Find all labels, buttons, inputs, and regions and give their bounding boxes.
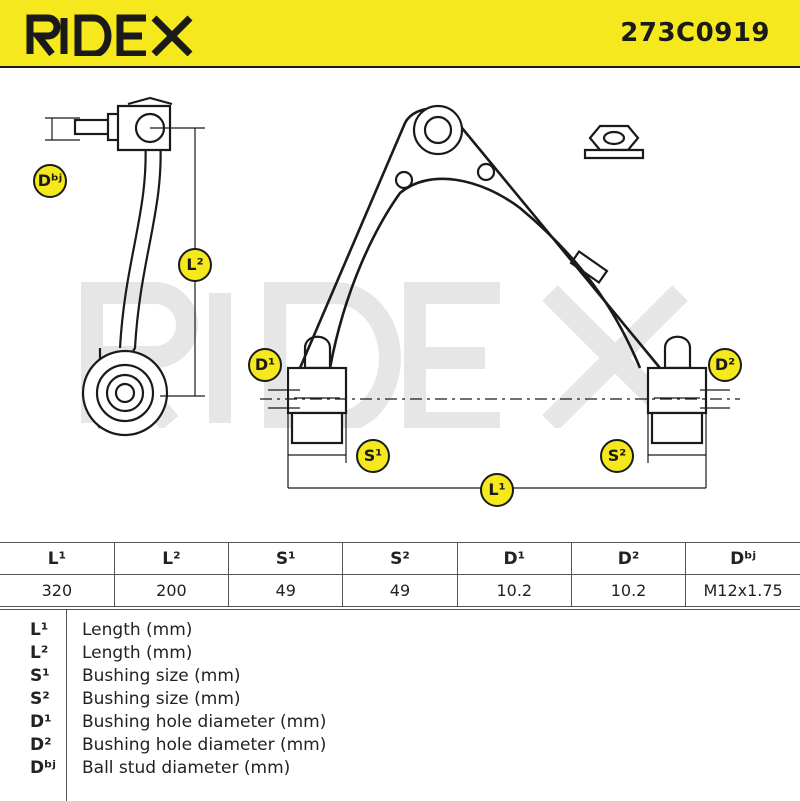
ridex-watermark xyxy=(81,282,688,428)
table-header-cell: L¹ xyxy=(0,542,115,575)
l1-tag: L¹ xyxy=(480,473,514,507)
ridex-logo xyxy=(26,14,193,56)
list-item: L² Length (mm) xyxy=(0,643,800,665)
table-cell: 10.2 xyxy=(456,574,572,607)
table-cell: M12x1.75 xyxy=(685,574,800,607)
legend-description: Bushing size (mm) xyxy=(82,666,241,686)
l2-tag: L² xyxy=(178,248,212,282)
control-arm-drawing xyxy=(45,96,740,489)
table-cell: 10.2 xyxy=(570,574,687,607)
d1-tag: D¹ xyxy=(248,348,282,382)
dimensions-table: L¹ L² S¹ S² D¹ D² Dᵇʲ 320 200 49 49 10.2… xyxy=(0,542,800,607)
legend-description: Bushing size (mm) xyxy=(82,689,241,709)
legend-description: Length (mm) xyxy=(82,620,193,640)
legend-symbol: D¹ xyxy=(30,712,52,732)
dbj-tag: Dᵇʲ xyxy=(33,164,67,198)
legend-description: Length (mm) xyxy=(82,643,193,663)
table-cell: 49 xyxy=(228,574,344,607)
legend-divider xyxy=(66,610,67,801)
s1-tag: S¹ xyxy=(356,439,390,473)
list-item: L¹ Length (mm) xyxy=(0,620,800,642)
technical-drawing: Dᵇʲ L² D¹ D² S¹ S² L¹ xyxy=(0,68,800,543)
table-header-cell: S¹ xyxy=(228,542,344,575)
legend-symbol: L¹ xyxy=(30,620,49,640)
table-cell: 49 xyxy=(342,574,458,607)
table-header-cell: S² xyxy=(342,542,458,575)
table-row: 320 200 49 49 10.2 10.2 M12x1.75 xyxy=(0,574,800,607)
legend-description: Ball stud diameter (mm) xyxy=(82,758,291,778)
list-item: D² Bushing hole diameter (mm) xyxy=(0,735,800,757)
table-header-row: L¹ L² S¹ S² D¹ D² Dᵇʲ xyxy=(0,542,800,575)
table-cell: 320 xyxy=(0,574,115,607)
legend-symbol: S¹ xyxy=(30,666,50,686)
table-header-cell: D² xyxy=(570,542,687,575)
table-cell: 200 xyxy=(113,574,230,607)
list-item: S² Bushing size (mm) xyxy=(0,689,800,711)
header-bar: 273C0919 xyxy=(0,0,800,68)
legend-description: Bushing hole diameter (mm) xyxy=(82,712,327,732)
d2-tag: D² xyxy=(708,348,742,382)
table-header-cell: L² xyxy=(113,542,230,575)
table-header-cell: D¹ xyxy=(456,542,572,575)
legend-symbol: S² xyxy=(30,689,50,709)
s2-tag: S² xyxy=(600,439,634,473)
legend-symbol: D² xyxy=(30,735,52,755)
legend: L¹ Length (mm) L² Length (mm) S¹ Bushing… xyxy=(0,609,800,801)
list-item: D¹ Bushing hole diameter (mm) xyxy=(0,712,800,734)
part-number: 273C0919 xyxy=(620,18,770,48)
table-header-cell: Dᵇʲ xyxy=(685,542,800,575)
legend-description: Bushing hole diameter (mm) xyxy=(82,735,327,755)
legend-symbol: Dᵇʲ xyxy=(30,758,56,778)
legend-symbol: L² xyxy=(30,643,49,663)
list-item: S¹ Bushing size (mm) xyxy=(0,666,800,688)
list-item: Dᵇʲ Ball stud diameter (mm) xyxy=(0,758,800,780)
